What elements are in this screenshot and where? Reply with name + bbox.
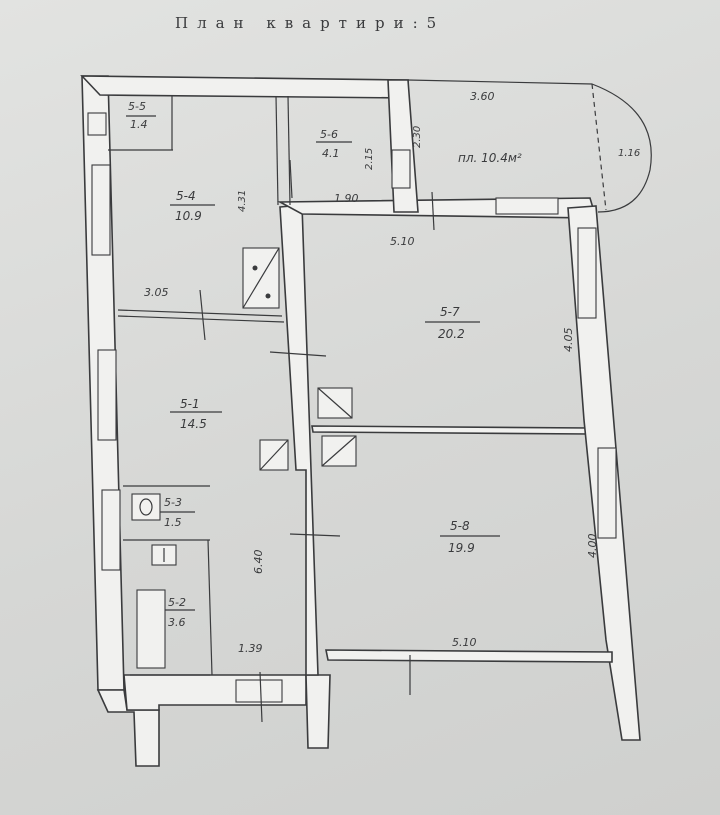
window-right-2 (597, 447, 617, 539)
room-5-3-id: 5-3 (164, 496, 182, 509)
stove-burner-2 (265, 293, 271, 299)
window-balcony-door (391, 149, 411, 189)
window-left-2 (91, 164, 111, 256)
dim-4-31: 4.31 (237, 190, 248, 212)
window-left-4 (101, 489, 121, 571)
dim-1-90: 1.90 (334, 192, 359, 205)
window-left-1 (87, 112, 107, 136)
partition-5-7-5-8 (311, 425, 591, 435)
window-bottom (235, 679, 283, 703)
dim-3-05: 3.05 (144, 286, 169, 299)
wall-5-6-left (275, 95, 279, 206)
wall-5-4-bottom (117, 309, 283, 317)
window-balcony-main (495, 197, 559, 215)
toilet-bowl (139, 498, 153, 516)
door-mark-5-1 (269, 351, 327, 357)
room-5-4-area: 10.9 (175, 209, 202, 223)
room-5-6-area: 4.1 (322, 147, 340, 160)
dim-2-15: 2.15 (364, 148, 375, 170)
door-mark-5-6 (289, 159, 293, 199)
room-5-8-id: 5-8 (450, 519, 470, 533)
door-mark-5-8 (289, 533, 341, 537)
outer-top-wall (80, 75, 409, 99)
balcony-outline (407, 79, 652, 213)
balcony-dim-left: 2.30 (412, 126, 423, 148)
room-5-3-area: 1.5 (164, 516, 182, 529)
dim-4-05: 4.05 (562, 328, 575, 353)
dim-5-10-bottom: 5.10 (452, 636, 477, 649)
dim-6-40: 6.40 (252, 550, 265, 575)
stove-burner-1 (252, 265, 258, 271)
room-5-4-id: 5-4 (176, 189, 196, 203)
wall-5-2-right (207, 539, 213, 676)
vent-shaft-3-diag (321, 435, 357, 467)
room-5-2-area: 3.6 (168, 616, 186, 629)
room-5-1-id: 5-1 (180, 397, 200, 411)
room-5-6-id: 5-6 (320, 128, 338, 141)
balcony-area: пл. 10.4м² (458, 151, 522, 165)
plan-title: План квартири:5 (175, 14, 445, 32)
balcony-dim-side: 1.16 (618, 148, 640, 159)
room-5-7-id: 5-7 (440, 305, 460, 319)
wall-5-6-left-b (287, 95, 291, 206)
bottom-center-leg (305, 674, 331, 749)
door-mark-5-7 (431, 191, 435, 231)
balcony-dim-top: 3.60 (470, 90, 495, 103)
dim-5-10-top: 5.10 (390, 235, 415, 248)
dim-1-39: 1.39 (238, 642, 263, 655)
door-mark-bottom (259, 671, 263, 723)
window-left-3 (97, 349, 117, 441)
room-5-5-area: 1.4 (130, 118, 148, 131)
vent-shaft-2-diag (317, 387, 353, 419)
room-5-2-id: 5-2 (168, 596, 186, 609)
balcony-dashed-line (591, 83, 607, 211)
room-5-8-area: 19.9 (448, 541, 475, 555)
room-fraction-lines (126, 115, 500, 611)
bottom-wall-right (325, 649, 613, 663)
door-mark-5-4 (199, 289, 206, 341)
wall-5-4-bottom-b (117, 315, 285, 323)
window-right-1 (577, 227, 597, 319)
vent-shaft-1-diag (259, 439, 289, 471)
bathtub (136, 589, 166, 669)
dim-4-00: 4.00 (586, 534, 599, 559)
stove-diagonal (242, 247, 280, 309)
bottom-left-leg (96, 689, 160, 767)
toilet-box (131, 493, 161, 521)
room-5-5-id: 5-5 (128, 100, 146, 113)
room-5-1-area: 14.5 (180, 417, 207, 431)
room-5-7-area: 20.2 (438, 327, 465, 341)
